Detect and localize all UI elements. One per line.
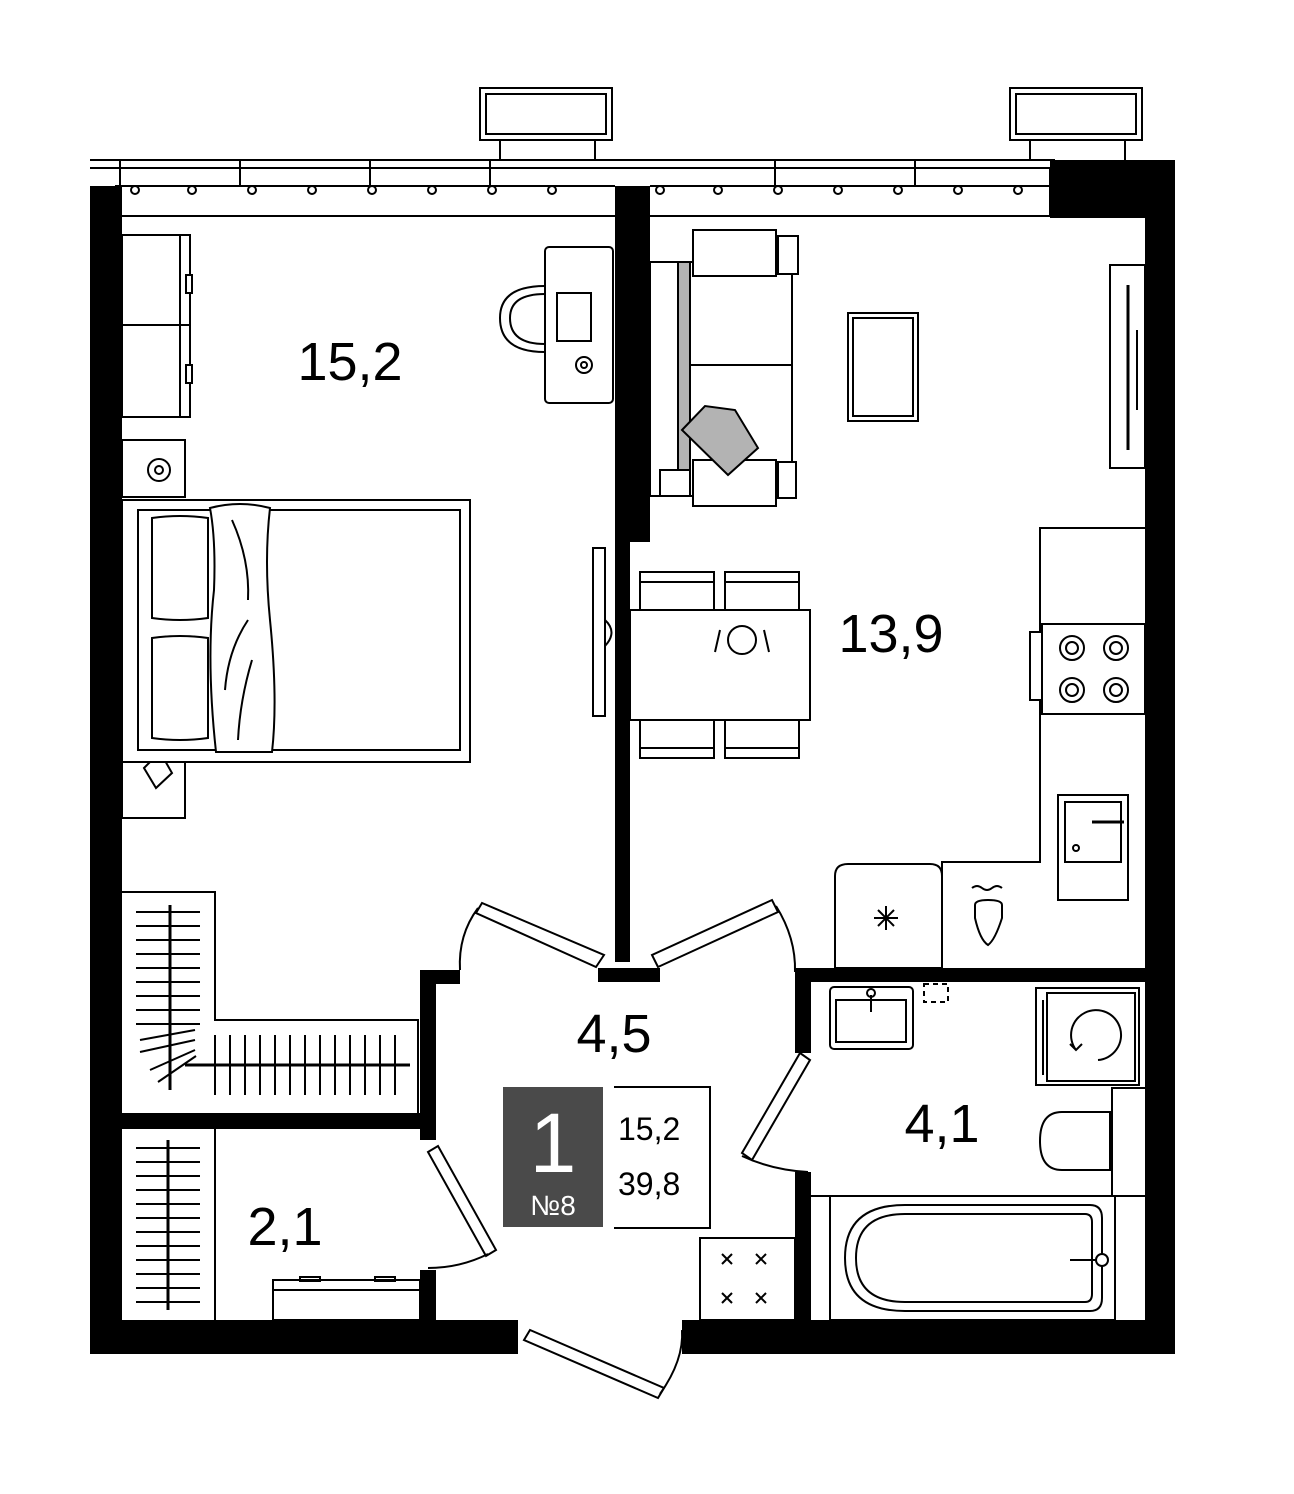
wardrobe bbox=[121, 234, 193, 418]
partition-door-living bbox=[592, 547, 613, 717]
apartment-number: №8 bbox=[530, 1190, 576, 1221]
door-bedroom bbox=[458, 901, 606, 971]
vent bbox=[923, 983, 949, 1003]
door-closet bbox=[426, 1144, 498, 1269]
bathtub bbox=[811, 1195, 1145, 1321]
sofa bbox=[649, 229, 799, 507]
bed bbox=[121, 499, 471, 763]
tv-cabinet bbox=[1109, 264, 1146, 469]
window-rail bbox=[90, 159, 1055, 217]
washing-machine bbox=[1035, 987, 1140, 1086]
room-count: 1 bbox=[530, 1096, 577, 1190]
closet-rack bbox=[136, 1129, 421, 1321]
sink bbox=[829, 986, 914, 1050]
boiler bbox=[971, 885, 1003, 947]
info-badge: 1 №8 15,2 39,8 bbox=[503, 1086, 711, 1229]
fridge bbox=[834, 863, 943, 969]
tv bbox=[847, 312, 919, 422]
closet-shelving bbox=[122, 891, 419, 1113]
walls bbox=[90, 160, 1175, 1354]
door-entrance bbox=[522, 1328, 684, 1400]
dining-table bbox=[629, 571, 811, 759]
living-area: 15,2 bbox=[618, 1111, 680, 1147]
desk bbox=[498, 246, 614, 404]
room-area-living: 13,9 bbox=[838, 604, 943, 664]
room-area-hall: 4,5 bbox=[576, 1004, 651, 1064]
room-area-bedroom: 15,2 bbox=[297, 332, 402, 392]
kitchen-unit bbox=[941, 527, 1146, 968]
shoe-cabinet bbox=[699, 1237, 796, 1321]
toilet bbox=[1038, 1087, 1145, 1196]
ac-unit-right bbox=[1009, 87, 1143, 160]
room-area-closet: 2,1 bbox=[247, 1197, 322, 1257]
room-area-bathroom: 4,1 bbox=[904, 1094, 979, 1154]
total-area: 39,8 bbox=[618, 1166, 680, 1202]
nightstand-top bbox=[121, 439, 186, 498]
ac-unit-left bbox=[479, 87, 613, 160]
door-living bbox=[650, 898, 797, 973]
door-bathroom bbox=[740, 1051, 812, 1173]
room-count-box bbox=[503, 1087, 603, 1227]
